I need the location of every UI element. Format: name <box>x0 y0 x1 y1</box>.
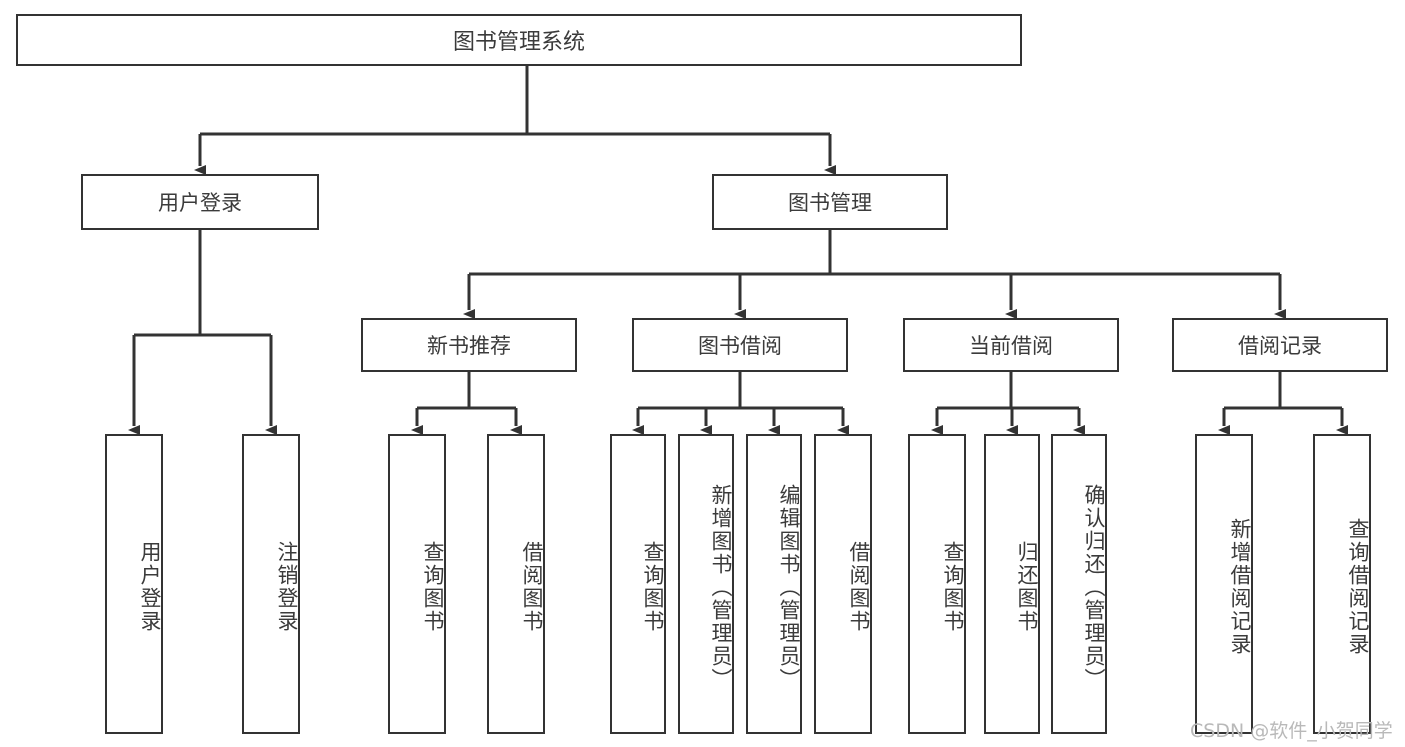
node-leaf-add-record-label: 新增借阅记录 <box>1228 518 1252 656</box>
node-borrow-record[interactable]: 借阅记录 <box>1172 318 1388 372</box>
node-leaf-borrow-book-2[interactable]: 借阅图书 <box>814 434 872 734</box>
node-leaf-query-book-1-label: 查询图书 <box>421 541 445 633</box>
node-leaf-add-book-label: 新增图书（管理员） <box>709 483 733 691</box>
node-leaf-query-book-3-label: 查询图书 <box>941 541 965 633</box>
node-current-borrow-label: 当前借阅 <box>969 334 1053 358</box>
node-new-book-recommend[interactable]: 新书推荐 <box>361 318 577 372</box>
node-leaf-return-book-label: 归还图书 <box>1015 541 1039 633</box>
node-leaf-confirm-return[interactable]: 确认归还（管理员） <box>1051 434 1107 734</box>
node-leaf-add-record[interactable]: 新增借阅记录 <box>1195 434 1253 734</box>
node-current-borrow[interactable]: 当前借阅 <box>903 318 1119 372</box>
node-leaf-query-book-1[interactable]: 查询图书 <box>388 434 446 734</box>
node-leaf-add-book[interactable]: 新增图书（管理员） <box>678 434 734 734</box>
node-leaf-user-login[interactable]: 用户登录 <box>105 434 163 734</box>
node-leaf-query-book-2-label: 查询图书 <box>641 541 665 633</box>
node-leaf-edit-book-label: 编辑图书（管理员） <box>777 483 801 691</box>
node-leaf-query-record[interactable]: 查询借阅记录 <box>1313 434 1371 734</box>
connector-lines <box>128 66 1348 435</box>
node-book-manage-label: 图书管理 <box>788 191 872 215</box>
node-leaf-borrow-book-2-label: 借阅图书 <box>847 541 871 633</box>
watermark: CSDN @软件_小贺同学 <box>1190 720 1393 742</box>
node-user-login-label: 用户登录 <box>158 191 242 215</box>
node-leaf-edit-book[interactable]: 编辑图书（管理员） <box>746 434 802 734</box>
node-leaf-confirm-return-label: 确认归还（管理员） <box>1082 483 1106 691</box>
node-leaf-return-book[interactable]: 归还图书 <box>984 434 1040 734</box>
node-leaf-query-book-3[interactable]: 查询图书 <box>908 434 966 734</box>
node-root-label: 图书管理系统 <box>452 30 585 55</box>
node-leaf-user-logout[interactable]: 注销登录 <box>242 434 300 734</box>
node-leaf-user-logout-label: 注销登录 <box>275 541 299 633</box>
node-book-manage[interactable]: 图书管理 <box>712 174 948 230</box>
node-leaf-borrow-book-1[interactable]: 借阅图书 <box>487 434 545 734</box>
node-user-login[interactable]: 用户登录 <box>81 174 319 230</box>
node-book-borrow-label: 图书借阅 <box>698 334 782 358</box>
node-leaf-query-book-2[interactable]: 查询图书 <box>610 434 666 734</box>
node-leaf-borrow-book-1-label: 借阅图书 <box>520 541 544 633</box>
node-new-book-recommend-label: 新书推荐 <box>427 334 511 358</box>
node-leaf-query-record-label: 查询借阅记录 <box>1346 518 1370 656</box>
node-borrow-record-label: 借阅记录 <box>1238 334 1322 358</box>
node-root[interactable]: 图书管理系统 <box>16 14 1022 66</box>
node-book-borrow[interactable]: 图书借阅 <box>632 318 848 372</box>
node-leaf-user-login-label: 用户登录 <box>138 541 162 633</box>
